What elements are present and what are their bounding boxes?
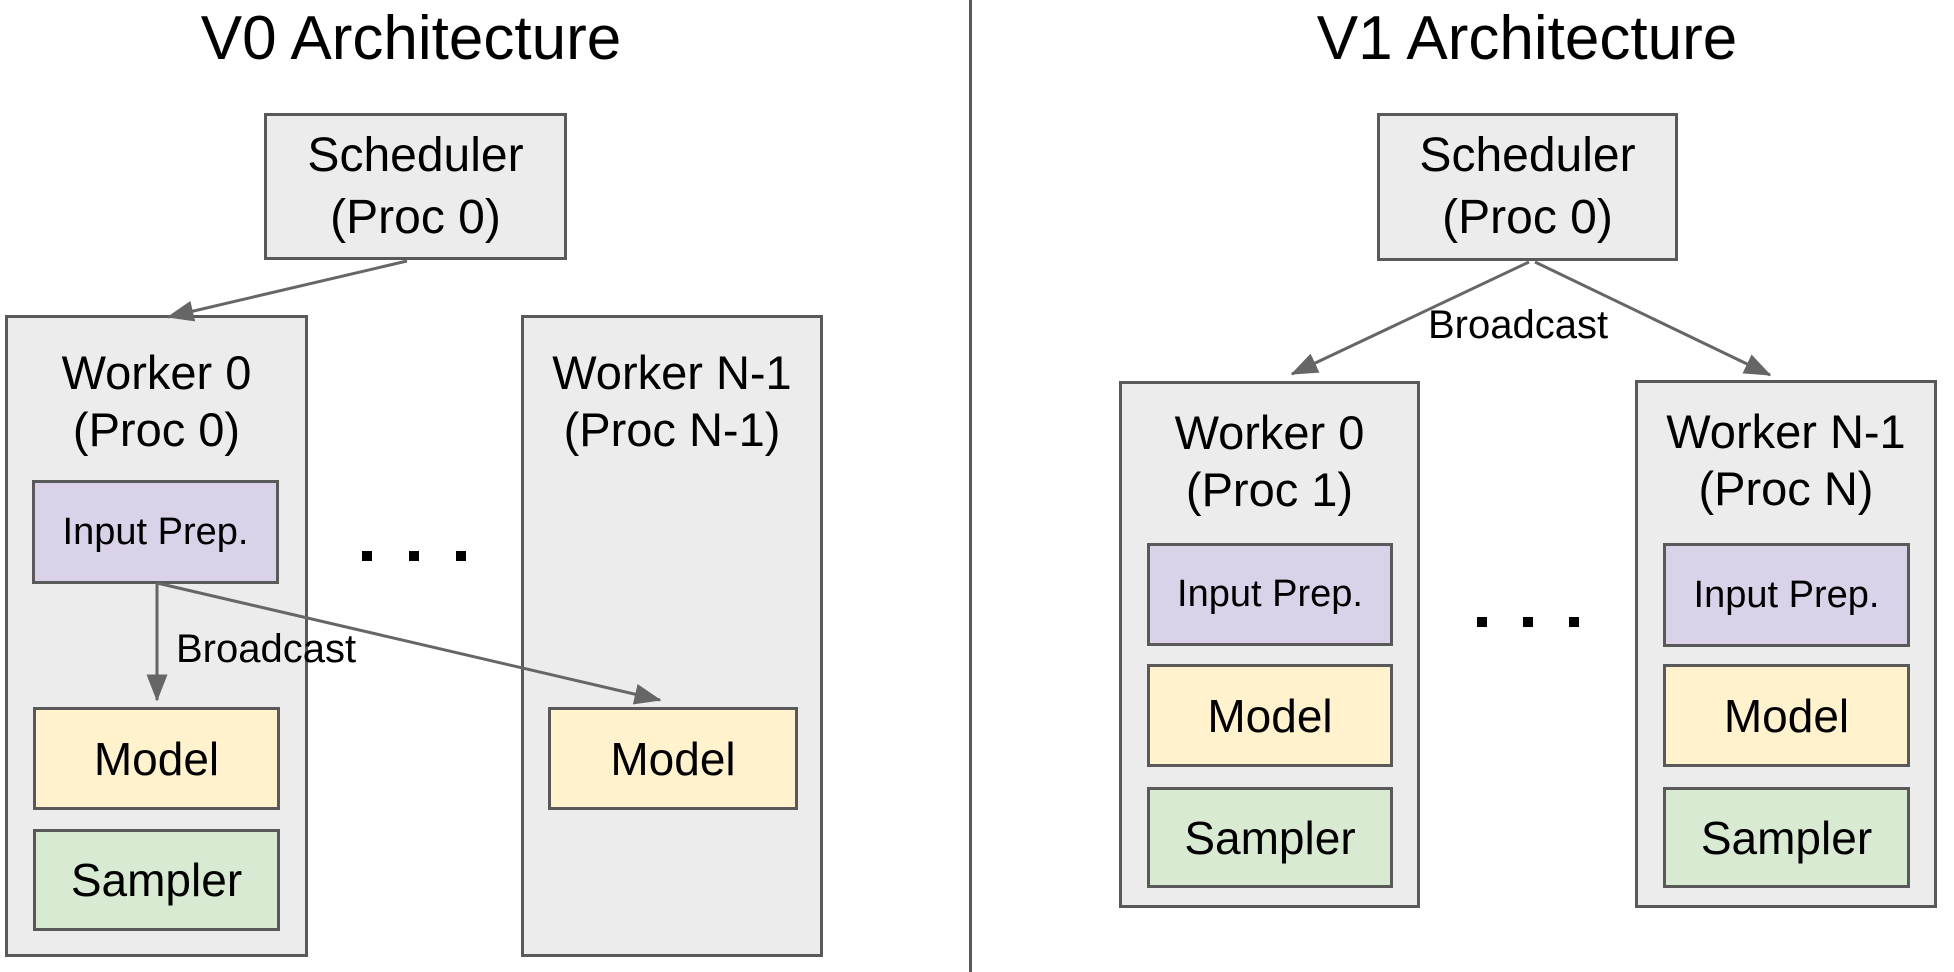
- v1-workerN-input-prep-box: Input Prep.: [1663, 543, 1910, 647]
- dot: [1569, 617, 1579, 627]
- v1-worker0-box: Worker 0 (Proc 1) Input Prep. Model Samp…: [1119, 381, 1420, 908]
- v1-workerN-box: Worker N-1 (Proc N) Input Prep. Model Sa…: [1635, 380, 1937, 908]
- v1-ellipsis-dots: [1477, 617, 1579, 627]
- v1-workerN-model-box: Model: [1663, 664, 1910, 767]
- v0-scheduler-box: Scheduler (Proc 0): [264, 113, 567, 260]
- v1-workerN-proc: (Proc N): [1698, 462, 1874, 515]
- v1-worker0-input-prep-box: Input Prep.: [1147, 543, 1393, 646]
- v0-workerN-title: Worker N-1 (Proc N-1): [524, 344, 820, 458]
- v0-broadcast-label: Broadcast: [176, 627, 357, 671]
- v1-workerN-name: Worker N-1: [1666, 405, 1906, 458]
- v0-scheduler-proc: (Proc 0): [330, 190, 501, 244]
- v1-scheduler-box: Scheduler (Proc 0): [1377, 113, 1678, 261]
- v0-worker0-name: Worker 0: [61, 346, 252, 399]
- v0-worker0-title: Worker 0 (Proc 0): [8, 344, 305, 458]
- dot: [362, 551, 372, 561]
- v1-worker0-sampler-box: Sampler: [1147, 787, 1393, 888]
- v0-scheduler-to-worker0-arrow: [166, 259, 408, 322]
- v1-workerN-sampler-box: Sampler: [1663, 787, 1910, 888]
- dot: [1477, 617, 1487, 627]
- v0-workerN-proc: (Proc N-1): [563, 403, 781, 456]
- v1-broadcast-label: Broadcast: [1428, 303, 1609, 347]
- v1-workerN-title: Worker N-1 (Proc N): [1638, 403, 1934, 517]
- v1-worker0-title: Worker 0 (Proc 1): [1122, 404, 1417, 518]
- v0-worker0-proc: (Proc 0): [72, 403, 241, 456]
- v1-scheduler-name: Scheduler: [1419, 129, 1636, 182]
- v0-title: V0 Architecture: [200, 4, 622, 73]
- v0-worker0-model-box: Model: [33, 707, 280, 810]
- v0-workerN-model-box: Model: [548, 707, 798, 810]
- v0-workerN-box: Worker N-1 (Proc N-1) Model: [521, 315, 823, 957]
- v0-worker0-sampler-box: Sampler: [33, 829, 280, 931]
- dot: [409, 551, 419, 561]
- v1-worker0-model-box: Model: [1147, 664, 1393, 767]
- v0-worker0-input-prep-box: Input Prep.: [32, 480, 279, 584]
- v1-worker0-name: Worker 0: [1174, 406, 1365, 459]
- v1-worker0-proc: (Proc 1): [1185, 463, 1354, 516]
- v1-title: V1 Architecture: [1316, 4, 1738, 73]
- v1-scheduler-proc: (Proc 0): [1442, 191, 1613, 244]
- v0-scheduler-name: Scheduler: [307, 128, 524, 182]
- v0-workerN-name: Worker N-1: [552, 346, 792, 399]
- dot: [1523, 617, 1533, 627]
- dot: [456, 551, 466, 561]
- v0-ellipsis-dots: [362, 551, 466, 561]
- panel-divider: [969, 0, 972, 972]
